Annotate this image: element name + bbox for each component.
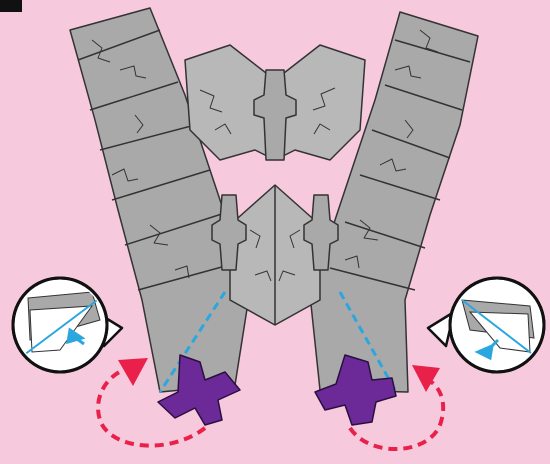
step-marker-square bbox=[0, 0, 22, 12]
